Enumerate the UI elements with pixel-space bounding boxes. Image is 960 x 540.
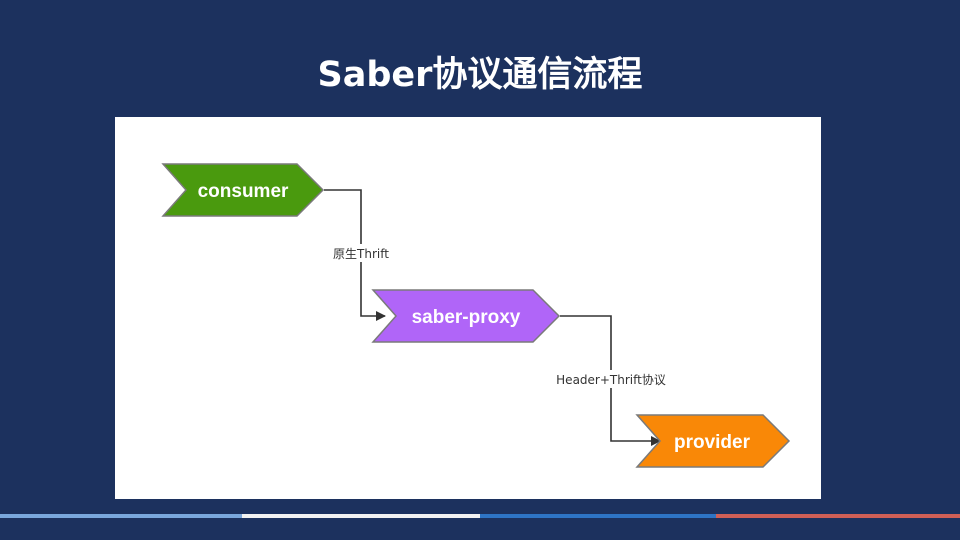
edge-label-background xyxy=(550,370,672,388)
slide-title: Saber协议通信流程 xyxy=(317,55,643,95)
footer-stripe-1 xyxy=(0,514,242,518)
footer-stripe-3 xyxy=(480,514,716,518)
flow-diagram: 原生Thrift Header+Thrift协议 consumer saber-… xyxy=(161,163,791,468)
edge-label-background xyxy=(329,244,393,262)
footer-stripe-4 xyxy=(716,514,960,518)
node-saber-proxy-shape xyxy=(371,289,561,343)
node-consumer-shape xyxy=(161,163,325,217)
node-consumer-label: consumer xyxy=(198,181,289,202)
node-saber-proxy-label: saber-proxy xyxy=(412,307,521,328)
node-provider-label: provider xyxy=(674,432,751,453)
footer-stripe-2 xyxy=(242,514,480,518)
edge-label-header-thrift: Header+Thrift协议 xyxy=(556,372,666,387)
flow-diagram-panel: 原生Thrift Header+Thrift协议 consumer saber-… xyxy=(115,117,821,499)
node-provider-shape xyxy=(635,414,791,468)
edge-label-native-thrift: 原生Thrift xyxy=(333,247,389,261)
